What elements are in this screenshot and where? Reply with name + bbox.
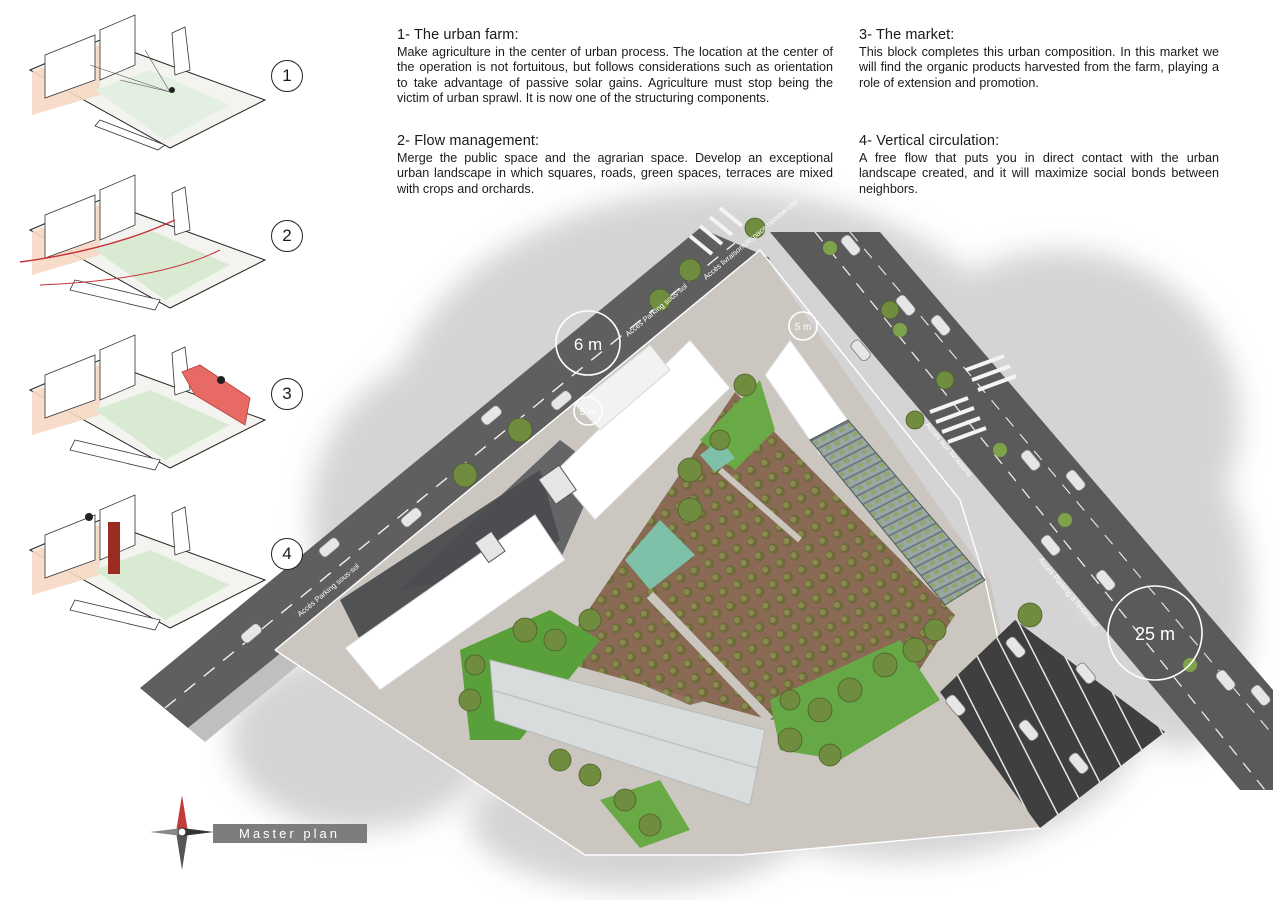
median-palms — [823, 241, 1197, 672]
section-title: 4- Vertical circulation: — [859, 133, 1000, 149]
farm-path-2 — [718, 467, 802, 543]
greenhouse-market — [809, 419, 986, 606]
master-plan-label: Master plan — [213, 824, 367, 843]
step-diagram-1 — [28, 14, 267, 151]
road-left-centerline — [164, 242, 736, 709]
section-body: Merge the public space and the agrarian … — [397, 151, 833, 196]
section-body: Make agriculture in the center of urban … — [397, 45, 833, 106]
building-residential-left — [344, 514, 566, 691]
section-urban-farm: 1- The urban farm: Make agriculture in t… — [397, 27, 833, 107]
dimension-5m-b: 5 m — [795, 322, 812, 333]
step-number-1: 1 — [271, 60, 303, 92]
section-vertical-circulation: 4- Vertical circulation: A free flow tha… — [859, 133, 1219, 197]
step-diagram-4 — [28, 494, 267, 631]
section-body: This block completes this urban composit… — [859, 45, 1219, 90]
greenhouse-ridge — [491, 689, 758, 769]
crosswalk-top — [688, 206, 744, 256]
trees — [452, 217, 1043, 837]
stair-core — [537, 464, 577, 505]
section-title: 3- The market: — [859, 27, 955, 43]
kiosk-teal — [625, 520, 695, 590]
road-right — [770, 232, 1273, 790]
north-arrow-icon — [150, 795, 214, 870]
building-greenhouse-large — [489, 659, 766, 806]
dimension-25m: 25 m — [1135, 624, 1175, 644]
section-body: A free flow that puts you in direct cont… — [859, 151, 1219, 196]
step-diagram-3 — [28, 334, 267, 471]
stair-core-2 — [474, 530, 506, 564]
crosswalk-right — [929, 354, 1017, 444]
step-number-4: 4 — [271, 538, 303, 570]
step-number-2: 2 — [271, 220, 303, 252]
dimension-5m-a: 5 m — [580, 407, 597, 418]
orchard-field-2 — [560, 580, 745, 705]
dimension-circles — [555, 310, 1203, 681]
section-market: 3- The market: This block completes this… — [859, 27, 1219, 91]
building-residential-top — [574, 344, 671, 431]
section-flow-management: 2- Flow management: Merge the public spa… — [397, 133, 833, 197]
section-title: 2- Flow management: — [397, 133, 540, 149]
step-diagram-2 — [19, 174, 267, 311]
section-title: 1- The urban farm: — [397, 27, 519, 43]
dimension-6m: 6 m — [574, 335, 602, 354]
cars — [240, 234, 1271, 775]
farm-path — [646, 591, 774, 724]
parking-lot — [940, 620, 1165, 828]
step-number-3: 3 — [271, 378, 303, 410]
road-right-median — [814, 231, 1266, 791]
